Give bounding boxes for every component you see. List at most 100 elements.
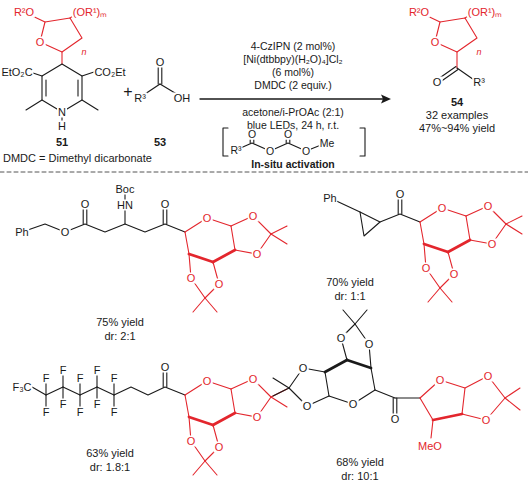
scheme-label: O — [202, 376, 213, 387]
scheme-label: 63% yield — [85, 448, 135, 459]
scheme-label: HN — [116, 200, 134, 211]
scheme-label: O — [481, 415, 492, 426]
scheme-label: R³ — [133, 93, 147, 104]
bond-line — [360, 212, 380, 236]
scheme-label: O — [487, 239, 498, 250]
bond-line — [32, 387, 185, 395]
bond-line — [360, 128, 365, 156]
bond-line — [200, 98, 383, 99]
scheme-label: O — [302, 401, 313, 412]
scheme-label: Me — [319, 138, 336, 149]
bond-line — [506, 224, 522, 234]
bond-line — [271, 234, 287, 244]
scheme-label: H — [57, 121, 67, 132]
arrow-head — [381, 95, 391, 104]
scheme-label: O — [336, 333, 347, 344]
scheme-label: dr: 2:1 — [103, 331, 136, 342]
bond-line — [380, 214, 420, 222]
bond-line — [431, 420, 433, 438]
scheme-label: acetone/i-PrOAc (2:1) — [241, 107, 345, 118]
bond-line — [77, 80, 78, 96]
scheme-label: O — [155, 57, 166, 68]
bond-line — [325, 360, 347, 372]
bond-line — [325, 372, 329, 396]
scheme-label: O — [248, 374, 259, 385]
bond-line — [185, 395, 189, 417]
bond-line — [61, 52, 62, 64]
scheme-label: O — [435, 375, 446, 386]
scheme-label: n — [475, 48, 482, 57]
scheme-label: R²O — [13, 7, 35, 18]
scheme-label: 47%~94% yield — [418, 123, 496, 134]
scheme-label: n — [80, 48, 87, 57]
scheme-label: O — [60, 227, 71, 238]
bond-line — [420, 398, 433, 420]
bond-line — [22, 224, 185, 232]
bond-line — [466, 216, 470, 240]
bond-line — [236, 143, 326, 151]
scheme-label: Ph — [14, 227, 29, 238]
bond-line — [82, 72, 94, 76]
bond-line — [435, 18, 477, 52]
bond-line — [456, 52, 457, 68]
scheme-label: 53 — [153, 137, 167, 148]
scheme-label: O — [252, 249, 263, 260]
scheme-label: 51 — [55, 137, 69, 148]
scheme-label: O — [283, 129, 293, 140]
scheme-label: + — [122, 84, 133, 100]
bond-line — [347, 360, 371, 368]
bond-line — [505, 398, 520, 410]
scheme-label: CO₂Et — [93, 67, 126, 78]
scheme-label: R²O — [408, 7, 430, 18]
bond-line — [371, 368, 375, 390]
bond-line — [273, 378, 289, 388]
bond-line — [424, 244, 448, 252]
bond-line — [205, 298, 217, 312]
scheme-label: EtO₂C — [0, 67, 33, 78]
scheme-label: O — [395, 189, 406, 200]
bond-line — [440, 288, 452, 302]
scheme-label: O — [430, 37, 441, 48]
bond-line — [42, 64, 82, 112]
scheme-label: O — [160, 199, 171, 210]
scheme-label: Ph — [322, 193, 337, 204]
scheme-label: F — [93, 365, 102, 376]
bond-line — [505, 388, 520, 398]
bond-line — [26, 100, 42, 110]
bond-line — [45, 80, 46, 96]
bond-line — [213, 413, 235, 425]
scheme-label: F — [42, 373, 51, 384]
scheme-label: R³ — [472, 77, 486, 88]
scheme-label: F — [76, 373, 85, 384]
bond-line — [395, 397, 420, 398]
bond-line — [231, 226, 235, 250]
bond-line — [420, 222, 424, 244]
scheme-label: 68% yield — [335, 457, 385, 468]
scheme-label: OH — [173, 93, 192, 104]
scheme-label: O — [214, 279, 225, 290]
scheme-label: O — [186, 436, 197, 447]
scheme-label: O — [483, 371, 494, 382]
bond-line — [355, 310, 367, 324]
scheme-label: O — [186, 273, 197, 284]
scheme-label: F — [59, 365, 68, 376]
scheme-label: F — [110, 373, 119, 384]
scheme-label: O — [247, 129, 257, 140]
scheme-label: O — [301, 146, 311, 157]
scheme-label: dr: 1.8:1 — [89, 462, 131, 473]
scheme-label: F — [93, 399, 102, 410]
scheme-label: O — [432, 77, 443, 88]
scheme-label: 75% yield — [95, 317, 145, 328]
scheme-label: dr: 1:1 — [333, 291, 366, 302]
scheme-label: 4-CzIPN (2 mol%) — [250, 41, 337, 52]
scheme-label: O — [35, 37, 46, 48]
bond-line — [205, 461, 217, 475]
scheme-label: 32 examples — [425, 110, 489, 121]
scheme-label: DMDC (2 equiv.) — [253, 80, 332, 91]
scheme-label: F₃C — [11, 382, 32, 393]
bond-line — [213, 250, 235, 262]
scheme-label: O — [248, 211, 259, 222]
scheme-label: O — [298, 363, 309, 374]
scheme-label: Boc — [115, 184, 136, 195]
